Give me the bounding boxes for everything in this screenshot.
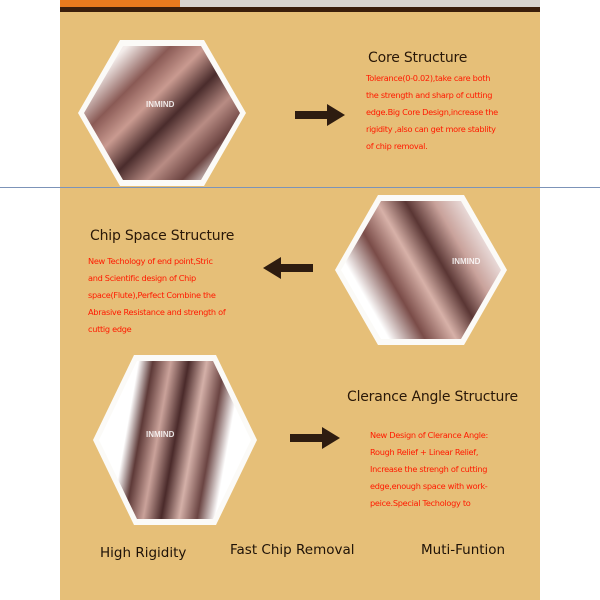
feature-fast-chip-removal: Fast Chip Removal: [230, 542, 355, 558]
section-title: Clerance Angle Structure: [347, 389, 518, 405]
watermark: INMIND: [146, 430, 175, 439]
desc-line: New Design of Clerance Angle:: [370, 430, 488, 440]
desc-line: the strength and sharp of cutting: [366, 90, 493, 100]
feature-multi-function: Muti-Funtion: [421, 542, 506, 558]
desc-line: Rough Relief + Linear Relief,: [370, 447, 479, 457]
arrow-left-icon: [263, 257, 313, 279]
section-title: Core Structure: [368, 50, 468, 66]
section-description: New Techology of end point,Stric and Sci…: [88, 253, 226, 338]
desc-line: of chip removal.: [366, 141, 428, 151]
desc-line: peice.Special Techology to: [370, 498, 471, 508]
desc-line: Increase the strengh of cutting: [370, 464, 488, 474]
desc-line: edge.Big Core Design,increase the: [366, 107, 498, 117]
desc-line: and Scientific design of Chip: [88, 273, 196, 283]
desc-line: New Techology of end point,Stric: [88, 256, 213, 266]
header-bar: [60, 7, 540, 12]
header-strip: [60, 0, 540, 7]
section-description: Tolerance(0-0.02),take care both the str…: [366, 70, 498, 155]
divider-line: [0, 187, 600, 188]
section-title: Chip Space Structure: [90, 228, 235, 244]
watermark: INMIND: [452, 257, 481, 266]
clearance-angle-image: [93, 355, 257, 525]
section-description: New Design of Clerance Angle: Rough Reli…: [370, 427, 488, 512]
desc-line: rigidity ,also can get more stablity: [366, 124, 496, 134]
arrow-right-icon: [290, 427, 340, 449]
desc-line: edge,enough space with work-: [370, 481, 488, 491]
feature-high-rigidity: High Rigidity: [100, 545, 187, 561]
arrow-right-icon: [295, 104, 345, 126]
header-tab: [60, 0, 180, 8]
desc-line: cuttig edge: [88, 324, 132, 334]
watermark: INMIND: [146, 100, 175, 109]
desc-line: Abrasive Resistance and strength of: [88, 307, 226, 317]
desc-line: space(Flute),Perfect Combine the: [88, 290, 216, 300]
desc-line: Tolerance(0-0.02),take care both: [366, 73, 491, 83]
